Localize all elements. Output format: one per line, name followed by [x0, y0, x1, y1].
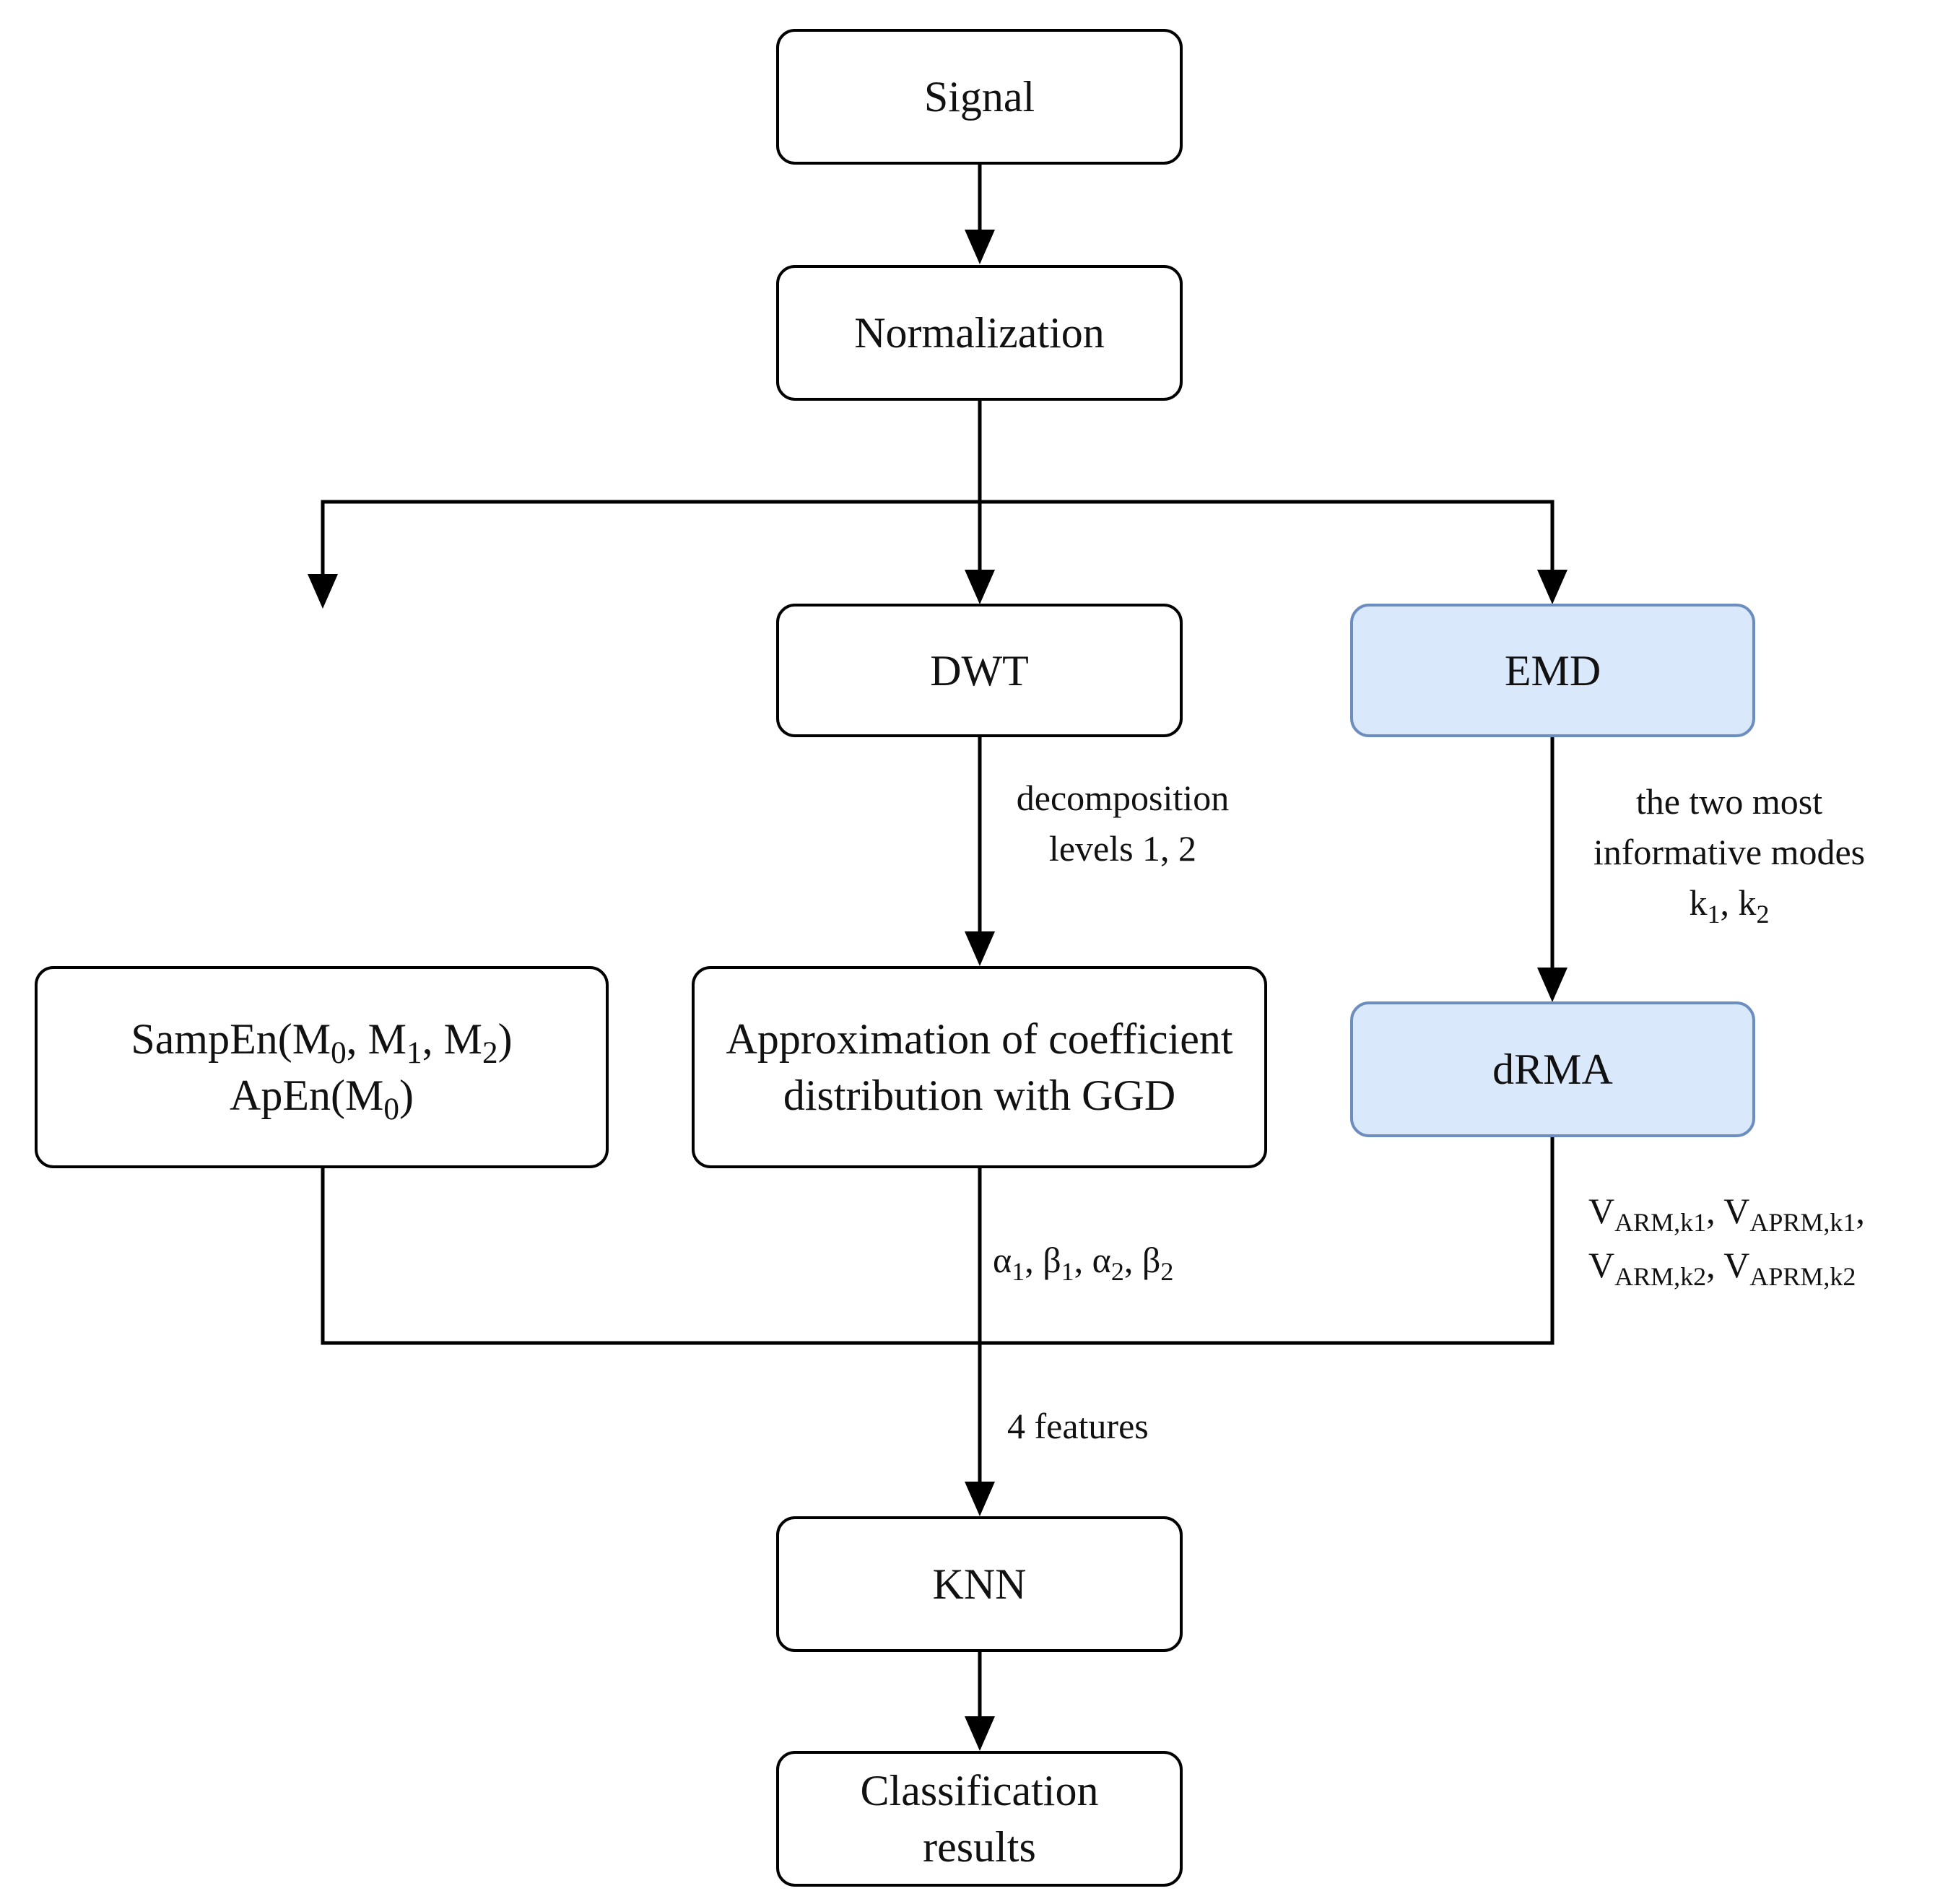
emd-label: EMD [1504, 646, 1601, 695]
emd-modes-label: the two most informative modes k1, k2 [1567, 776, 1892, 928]
edge-branch-bus [321, 500, 1555, 575]
knn-node: KNN [776, 1516, 1183, 1652]
edge-merge-bus [321, 1137, 1555, 1345]
subscript: 0 [331, 1035, 347, 1070]
results-line-1: Classification [860, 1767, 1099, 1814]
drma-features-line-2: VARM,k2, VAPRM,k2 [1588, 1245, 1856, 1291]
ggd-line-2: distribution with GGD [783, 1071, 1176, 1119]
arrowhead-entropy [308, 574, 338, 609]
drma-features-label: VARM,k1, VAPRM,k1, VARM,k2, VAPRM,k2 [1588, 1184, 1865, 1292]
arrowhead-ggd [965, 931, 995, 966]
subscript: 2 [482, 1035, 498, 1070]
entropy-line-2: ApEn(M0) [230, 1071, 414, 1126]
signal-label: Signal [923, 73, 1035, 121]
signal-node: Signal [776, 29, 1183, 165]
subscript: ARM,k1 [1614, 1207, 1707, 1237]
subscript: 2 [1160, 1256, 1174, 1286]
subscript: ARM,k2 [1614, 1261, 1707, 1291]
drma-label: dRMA [1492, 1046, 1613, 1093]
arrowhead-normalization [965, 230, 995, 264]
results-line-2: results [923, 1823, 1036, 1871]
subscript: 1 [1012, 1256, 1025, 1286]
drma-node: dRMA [1350, 1001, 1755, 1137]
dwt-levels-line-2: levels 1, 2 [1048, 828, 1197, 869]
drma-features-line-1: VARM,k1, VAPRM,k1, [1588, 1191, 1865, 1237]
feature-count-label: 4 features [1007, 1401, 1149, 1451]
arrowhead-emd [1537, 570, 1567, 604]
subscript: 1 [1061, 1256, 1074, 1286]
entropy-node: SampEn(M0, M1, M2) ApEn(M0) [35, 966, 609, 1168]
feature-count-text: 4 features [1007, 1406, 1149, 1446]
dwt-levels-label: decomposition levels 1, 2 [993, 773, 1253, 874]
emd-node: EMD [1350, 604, 1755, 737]
subscript: 2 [1756, 899, 1770, 929]
knn-label: KNN [932, 1560, 1027, 1608]
dwt-levels-line-1: decomposition [1016, 778, 1230, 818]
subscript: APRM,k2 [1749, 1261, 1856, 1291]
ggd-params-label: α1, β1, α2, β2 [993, 1235, 1173, 1285]
normalization-label: Normalization [854, 309, 1105, 357]
dwt-node: DWT [776, 604, 1183, 737]
subscript: 0 [383, 1092, 399, 1126]
ggd-params-line-1: α1, β1, α2, β2 [993, 1240, 1174, 1286]
emd-modes-line-1: the two most [1635, 781, 1823, 822]
normalization-node: Normalization [776, 265, 1183, 401]
emd-modes-line-2: informative modes [1593, 832, 1866, 872]
subscript: 1 [406, 1035, 422, 1070]
subscript: 1 [1707, 899, 1721, 929]
ggd-node: Approximation of coefficient distributio… [692, 966, 1267, 1168]
ggd-line-1: Approximation of coefficient [726, 1015, 1233, 1063]
entropy-line-1: SampEn(M0, M1, M2) [131, 1015, 513, 1070]
results-node: Classification results [776, 1751, 1183, 1887]
subscript: APRM,k1 [1749, 1207, 1856, 1237]
dwt-label: DWT [930, 646, 1029, 695]
arrowhead-knn [965, 1482, 995, 1516]
arrowhead-results [965, 1716, 995, 1751]
arrowhead-dwt [965, 570, 995, 604]
emd-modes-line-3: k1, k2 [1689, 882, 1770, 929]
arrowhead-drma [1537, 968, 1567, 1002]
subscript: 2 [1110, 1256, 1124, 1286]
